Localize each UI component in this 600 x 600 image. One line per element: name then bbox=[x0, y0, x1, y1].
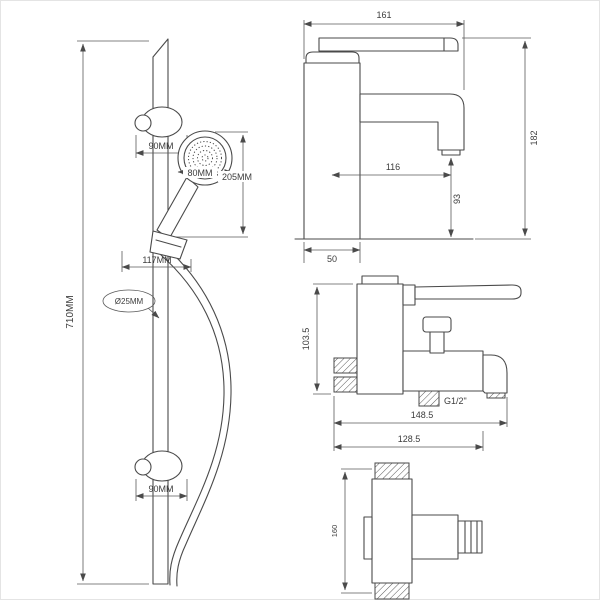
rail-diameter-label: Ø25MM bbox=[115, 297, 144, 306]
mixer-lever bbox=[402, 284, 522, 306]
handle-holder bbox=[149, 230, 188, 260]
diverter-knob bbox=[422, 316, 452, 354]
overall-height-label: 182 bbox=[529, 130, 539, 145]
wall-unions bbox=[333, 357, 358, 393]
spout-aerator bbox=[486, 392, 506, 399]
overall-depth-dimension: 148.5 bbox=[333, 396, 508, 451]
mixer-handle bbox=[318, 37, 459, 52]
aerator bbox=[441, 149, 461, 156]
body-length-label: 160 bbox=[330, 525, 339, 538]
mixer-body bbox=[303, 62, 361, 240]
overall-width-label: 161 bbox=[376, 10, 391, 20]
body-depth-label: 128.5 bbox=[398, 434, 421, 444]
head-diameter-label: 80MM bbox=[187, 168, 212, 178]
shower-rail-drawing: 710MM 90MM bbox=[65, 38, 256, 587]
rail-diameter-callout: Ø25MM bbox=[102, 289, 160, 319]
shower-outlet-thread: G1/2" bbox=[418, 390, 467, 407]
spout-height-dimension: 93 bbox=[448, 157, 462, 238]
slide-rail bbox=[152, 38, 169, 585]
handset-length-dimension: 205MM bbox=[171, 131, 256, 238]
bottom-bracket bbox=[134, 450, 183, 482]
base-width-label: 50 bbox=[327, 254, 337, 264]
holder-dimension: 117MM bbox=[121, 251, 192, 272]
body-height-dimension: 103.5 bbox=[301, 283, 353, 395]
spout-reach-label: 116 bbox=[386, 162, 400, 172]
spout-reach-dimension: 116 bbox=[331, 162, 452, 178]
overall-depth-label: 148.5 bbox=[411, 410, 434, 420]
rail-height-dimension: 710MM bbox=[65, 40, 149, 585]
holder-label: 117MM bbox=[142, 255, 171, 265]
spout-height-label: 93 bbox=[452, 194, 462, 204]
basin-mixer-drawing: 161 182 116 93 bbox=[294, 10, 539, 264]
bottom-bracket-dimension: 90MM bbox=[135, 479, 188, 501]
body-length-dimension: 160 bbox=[330, 468, 372, 594]
plan-view-drawing: 160 bbox=[330, 462, 483, 600]
cartridge-dome bbox=[305, 51, 360, 64]
plan-body bbox=[363, 462, 413, 600]
bath-mixer-drawing: 103.5 G1/2" bbox=[301, 275, 522, 451]
body-height-label: 103.5 bbox=[301, 328, 311, 351]
mixer-spout bbox=[359, 93, 465, 156]
top-bracket bbox=[134, 106, 183, 138]
overall-height-dimension: 182 bbox=[462, 37, 539, 240]
rail-height-label: 710MM bbox=[65, 295, 76, 328]
plan-arm bbox=[411, 514, 483, 560]
top-bracket-label: 90MM bbox=[148, 141, 173, 151]
base-width-dimension: 50 bbox=[303, 242, 361, 264]
overall-width-dimension: 161 bbox=[303, 10, 465, 90]
handset-length-label: 205MM bbox=[222, 172, 252, 182]
bottom-bracket-label: 90MM bbox=[148, 484, 173, 494]
thread-size-label: G1/2" bbox=[444, 396, 467, 406]
spout-assembly bbox=[402, 350, 508, 399]
body-depth-dimension: 128.5 bbox=[333, 431, 484, 451]
shower-hose bbox=[160, 249, 232, 587]
mixer-body-side bbox=[356, 275, 404, 395]
